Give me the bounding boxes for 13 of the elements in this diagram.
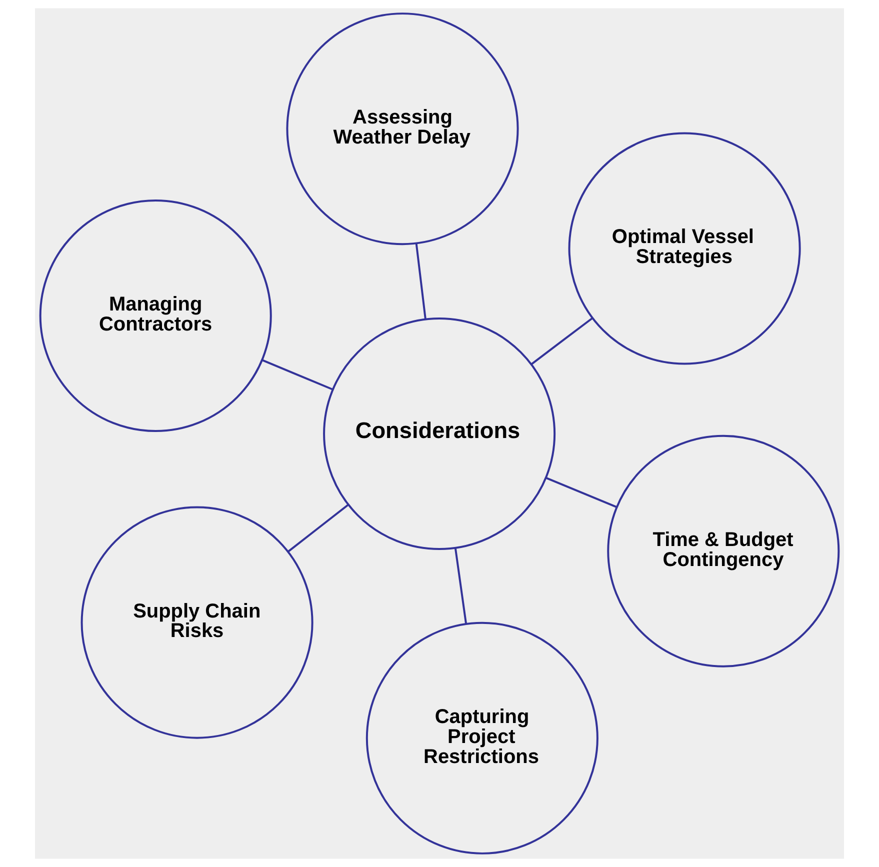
connector	[546, 476, 618, 508]
node-circle: Considerations	[323, 318, 556, 550]
node-circle: Time & Budget Contingency	[607, 434, 840, 668]
connector	[288, 504, 349, 552]
connector	[454, 548, 468, 624]
node-circle: Optimal Vessel Strategies	[568, 132, 801, 365]
node-circle: Supply Chain Risks	[80, 506, 314, 739]
connector	[530, 317, 594, 366]
node-circle: Managing Contractors	[39, 200, 272, 432]
node-circle: Capturing Project Restrictions	[366, 622, 598, 854]
node-circle: Assessing Weather Delay	[286, 12, 519, 246]
connector	[415, 243, 426, 320]
connector	[262, 359, 334, 390]
